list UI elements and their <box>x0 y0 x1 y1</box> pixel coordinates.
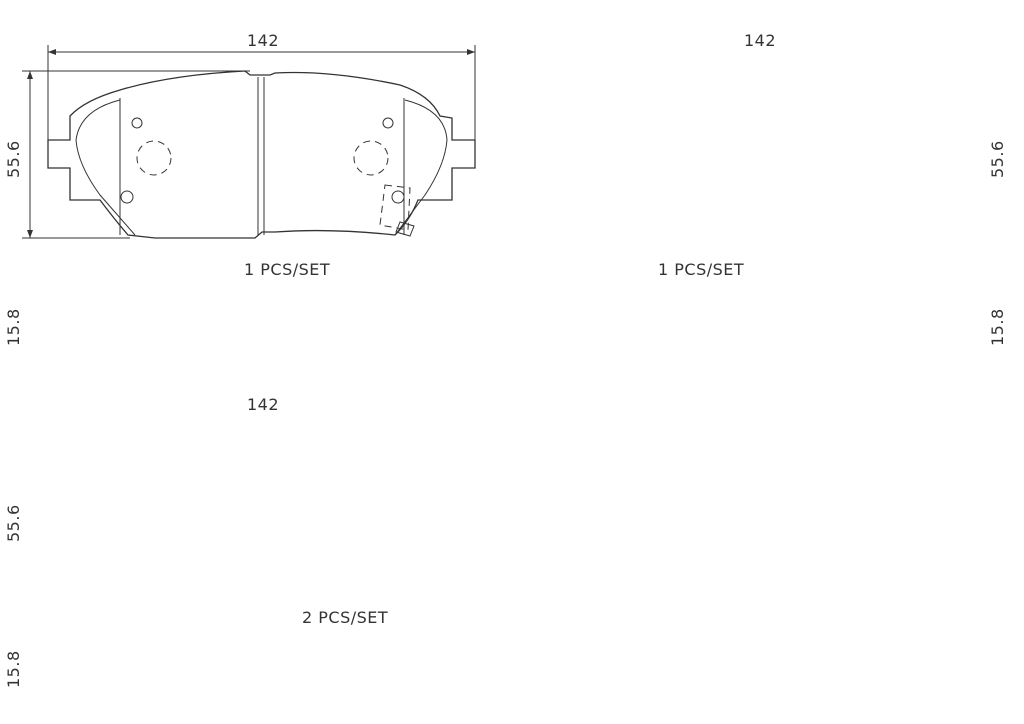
pad-bottom-qty-label: 2 PCS/SET <box>302 608 389 627</box>
pad-top-right-height-label: 55.6 <box>988 140 1007 178</box>
pad-bottom-width-label: 142 <box>247 395 280 414</box>
pad-bottom-thickness-label: 15.8 <box>4 650 23 688</box>
pad-top-right-width-label: 142 <box>744 31 777 50</box>
pad-top-right-thickness-label: 15.8 <box>988 308 1007 346</box>
pad-top-right-qty-label: 1 PCS/SET <box>658 260 745 279</box>
pad-top-left-front-view <box>22 45 476 239</box>
pad-top-left-width-label: 142 <box>247 31 280 50</box>
pad-top-left-qty-label: 1 PCS/SET <box>244 260 331 279</box>
pad-top-left-height-label: 55.6 <box>4 140 23 178</box>
pad-bottom-height-label: 55.6 <box>4 504 23 542</box>
pad-top-left-thickness-label: 15.8 <box>4 308 23 346</box>
